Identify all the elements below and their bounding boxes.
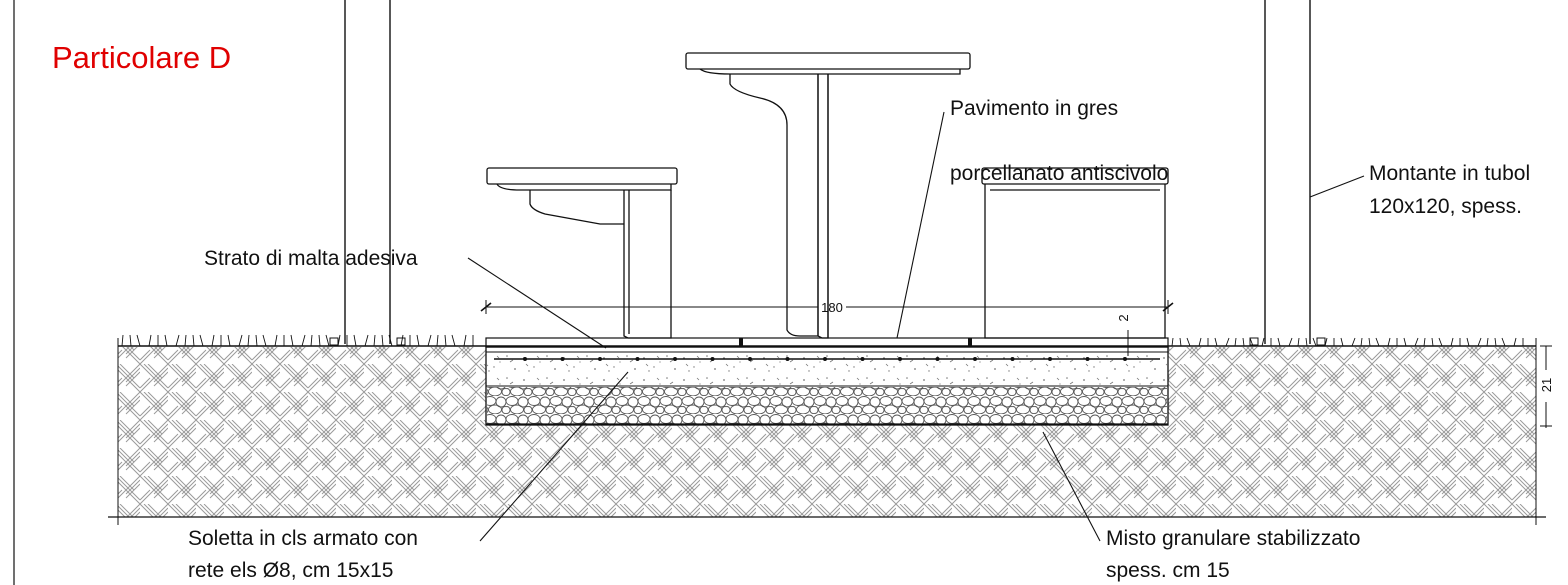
bench-left <box>486 167 678 339</box>
rebar-dots <box>523 357 1127 361</box>
dimension-thickness <box>1121 330 1135 356</box>
foundation <box>485 346 1169 426</box>
dimension-depth-label: 21 <box>1539 378 1554 392</box>
label-pavimento-line2: porcellanato antiscivolo <box>950 162 1168 185</box>
leader-soletta <box>479 371 629 542</box>
gravel-layer <box>487 387 1167 424</box>
label-soletta-line2: rete els Ø8, cm 15x15 <box>188 559 393 582</box>
bench-right <box>981 167 1169 339</box>
label-misto-line2: spess. cm 15 <box>1106 559 1230 582</box>
leader-lines <box>467 111 1365 542</box>
label-misto-line1: Misto granulare stabilizzato <box>1106 527 1360 550</box>
label-montante-line1: Montante in tubol <box>1369 162 1530 185</box>
label-montante-line2: 120x120, spess. <box>1369 195 1522 218</box>
leader-malta <box>467 257 607 349</box>
post-right <box>1264 0 1311 344</box>
post-base-bolts <box>329 337 1326 346</box>
label-pavimento-line1: Pavimento in gres <box>950 97 1118 120</box>
label-malta: Strato di malta adesiva <box>204 247 418 270</box>
leader-misto <box>1042 431 1101 542</box>
grass-marks <box>121 334 1524 347</box>
label-soletta-line1: Soletta in cls armato con <box>188 527 418 550</box>
dimension-width <box>480 300 1174 314</box>
dimension-thickness-label: 2 <box>1116 314 1131 321</box>
post-left <box>344 0 391 344</box>
table <box>685 52 971 339</box>
dimension-depth <box>1540 345 1552 428</box>
dimension-width-label: 180 <box>821 300 843 315</box>
concrete-slab <box>487 353 1167 386</box>
leader-montante <box>1309 175 1365 198</box>
leader-pavimento <box>896 111 945 339</box>
detail-title: Particolare D <box>52 40 231 75</box>
